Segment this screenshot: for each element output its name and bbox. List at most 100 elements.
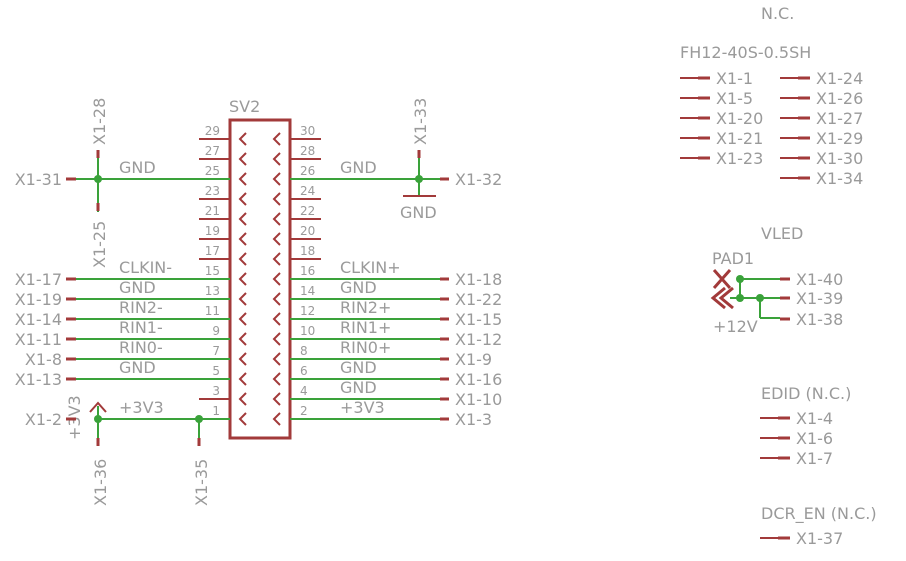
pin-label-right: X1-32 — [455, 170, 502, 189]
net-label-right: GND — [340, 278, 377, 297]
right-gnd-group: X1-33 GND — [290, 98, 448, 222]
pin-number-odd: 5 — [212, 364, 220, 378]
pad-label: PAD1 — [712, 249, 754, 268]
pin-label: X1-20 — [716, 109, 763, 128]
connector-part-label: FH12-40S-0.5SH — [680, 43, 811, 62]
pin-label: X1-24 — [816, 69, 863, 88]
socket-right-icon — [272, 352, 281, 366]
pin-number-odd: 1 — [212, 404, 220, 418]
pin-number-odd: 3 — [212, 384, 220, 398]
pin-label-x1-25: X1-25 — [90, 221, 109, 268]
pin-label-right: X1-16 — [455, 370, 502, 389]
pin-label-left: X1-17 — [15, 270, 62, 289]
pin-number-odd: 13 — [205, 284, 220, 298]
junction-dot — [736, 275, 744, 283]
pin-number-odd: 9 — [212, 324, 220, 338]
pin-label: X1-26 — [816, 89, 863, 108]
junction-dot — [736, 294, 744, 302]
pin-label-x1-35: X1-35 — [192, 459, 211, 506]
pin-label: X1-38 — [796, 310, 843, 329]
net-label-right: RIN0+ — [340, 338, 391, 357]
socket-right-icon — [272, 392, 281, 406]
pin-number-even: 28 — [300, 144, 315, 158]
net-label-left: GND — [119, 278, 156, 297]
junction-dot — [756, 294, 764, 302]
pin-label-left: X1-14 — [15, 310, 62, 329]
net-label-right: +3V3 — [340, 398, 385, 417]
pin-label-left: X1-31 — [15, 170, 62, 189]
left-gnd-group: X1-28 X1-25 — [66, 98, 230, 268]
socket-left-icon — [238, 212, 247, 226]
pin-label-left: X1-2 — [25, 410, 62, 429]
pin-number-even: 6 — [300, 364, 308, 378]
net-label-right: RIN2+ — [340, 298, 391, 317]
pin-number-odd: 19 — [205, 224, 220, 238]
pin-label: X1-40 — [796, 270, 843, 289]
connector-title: SV2 — [229, 97, 260, 116]
pin-label-right: X1-18 — [455, 270, 502, 289]
pin-number-even: 18 — [300, 244, 315, 258]
pin-label: X1-1 — [716, 69, 753, 88]
pin-number-even: 26 — [300, 164, 315, 178]
pin-label: X1-29 — [816, 129, 863, 148]
pin-label-x1-36: X1-36 — [91, 459, 110, 506]
socket-left-icon — [238, 132, 247, 146]
pin-label-right: X1-12 — [455, 330, 502, 349]
net-label-left: +3V3 — [119, 398, 164, 417]
net-label-left: GND — [119, 158, 156, 177]
pin-number-even: 8 — [300, 344, 308, 358]
socket-right-icon — [272, 332, 281, 346]
pin-number-even: 30 — [300, 124, 315, 138]
junction-dot — [94, 415, 102, 423]
socket-right-icon — [272, 252, 281, 266]
pin-number-even: 2 — [300, 404, 308, 418]
pin-label-left: X1-19 — [15, 290, 62, 309]
socket-right-icon — [272, 172, 281, 186]
pin-label: X1-30 — [816, 149, 863, 168]
supply-label-vled: +12V — [713, 317, 758, 336]
pin-label-right: X1-15 — [455, 310, 502, 329]
socket-right-icon — [272, 212, 281, 226]
vled-title: VLED — [761, 224, 803, 243]
socket-left-icon — [238, 292, 247, 306]
pin-label: X1-27 — [816, 109, 863, 128]
pin-number-even: 4 — [300, 384, 308, 398]
socket-right-icon — [272, 192, 281, 206]
net-label-left: RIN0- — [119, 338, 163, 357]
pin-label: X1-7 — [796, 449, 833, 468]
socket-left-icon — [238, 372, 247, 386]
pin-number-odd: 23 — [205, 184, 220, 198]
pin-label: X1-37 — [796, 529, 843, 548]
edid-pins: X1-4X1-6X1-7 — [760, 409, 833, 468]
pin-label: X1-39 — [796, 289, 843, 308]
gnd-symbol-label: GND — [400, 203, 437, 222]
pin-number-even: 24 — [300, 184, 315, 198]
socket-left-icon — [238, 152, 247, 166]
pin-label: X1-4 — [796, 409, 833, 428]
pin-number-even: 20 — [300, 224, 315, 238]
net-label-right: GND — [340, 358, 377, 377]
pin-number-even: 14 — [300, 284, 315, 298]
pin-label-right: X1-3 — [455, 410, 492, 429]
socket-left-icon — [238, 172, 247, 186]
pin-label: X1-34 — [816, 169, 863, 188]
pin-label: X1-23 — [716, 149, 763, 168]
pin-label: X1-5 — [716, 89, 753, 108]
pin-number-even: 16 — [300, 264, 315, 278]
pin-number-odd: 7 — [212, 344, 220, 358]
pin-number-odd: 11 — [205, 304, 220, 318]
pin-number-odd: 21 — [205, 204, 220, 218]
socket-right-icon — [272, 232, 281, 246]
right-nets: GNDX1-32CLKIN+X1-18GNDX1-22RIN2+X1-15RIN… — [290, 158, 502, 429]
net-label-left: RIN2- — [119, 298, 163, 317]
nc-title: N.C. — [761, 4, 794, 23]
socket-left-icon — [238, 232, 247, 246]
socket-right-icon — [272, 132, 281, 146]
pin-number-odd: 25 — [205, 164, 220, 178]
pin-label-left: X1-13 — [15, 370, 62, 389]
socket-left-icon — [238, 272, 247, 286]
